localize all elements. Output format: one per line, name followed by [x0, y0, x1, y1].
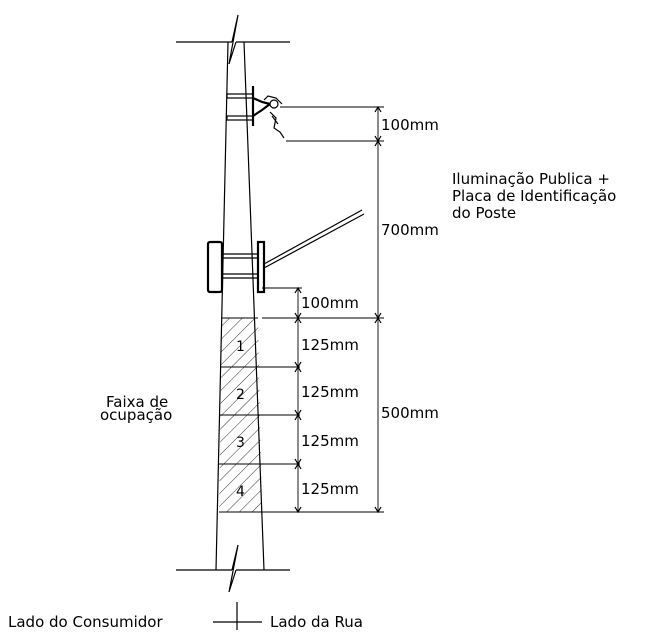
dim-band-1: 125mm: [301, 336, 359, 354]
occupation-label: Faixa de ocupação: [100, 393, 172, 424]
bottom-break-line: [176, 544, 290, 593]
dim-band-4: 125mm: [301, 480, 359, 498]
zone-number-3: 3: [236, 435, 245, 451]
dim-band-2: 125mm: [301, 383, 359, 401]
zone-number-2: 2: [236, 387, 245, 403]
note-line-3: do Poste: [452, 204, 516, 222]
occupation-zone: 1 2 3 4: [219, 317, 300, 513]
dimension-chain-inner: [262, 286, 302, 514]
extension-lines: [262, 106, 384, 513]
occupation-label-line-1: Faixa de: [106, 393, 168, 411]
zone-number-1: 1: [236, 339, 245, 355]
dim-occupation-total: 500mm: [381, 404, 439, 422]
dim-lower-gap: 100mm: [301, 294, 359, 312]
note-line-2: Placa de Identificação: [452, 187, 616, 205]
zone-number-4: 4: [236, 484, 245, 500]
consumer-side-label: Lado do Consumidor: [8, 613, 163, 631]
dim-lighting-span: 700mm: [381, 221, 439, 239]
dim-top-gap: 100mm: [381, 116, 439, 134]
lighting-note: Iluminação Publica + Placa de Identifica…: [452, 170, 616, 222]
side-labels: Lado do Consumidor Lado da Rua: [8, 602, 363, 631]
dimension-chain-right: [374, 105, 382, 514]
top-break-line: [176, 14, 290, 65]
lighting-bracket: [226, 86, 285, 139]
street-side-label: Lado da Rua: [270, 613, 363, 631]
dim-band-3: 125mm: [301, 432, 359, 450]
occupation-label-line-2: ocupação: [100, 406, 172, 424]
identification-plate: [206, 209, 365, 294]
note-line-1: Iluminação Publica +: [452, 170, 610, 188]
